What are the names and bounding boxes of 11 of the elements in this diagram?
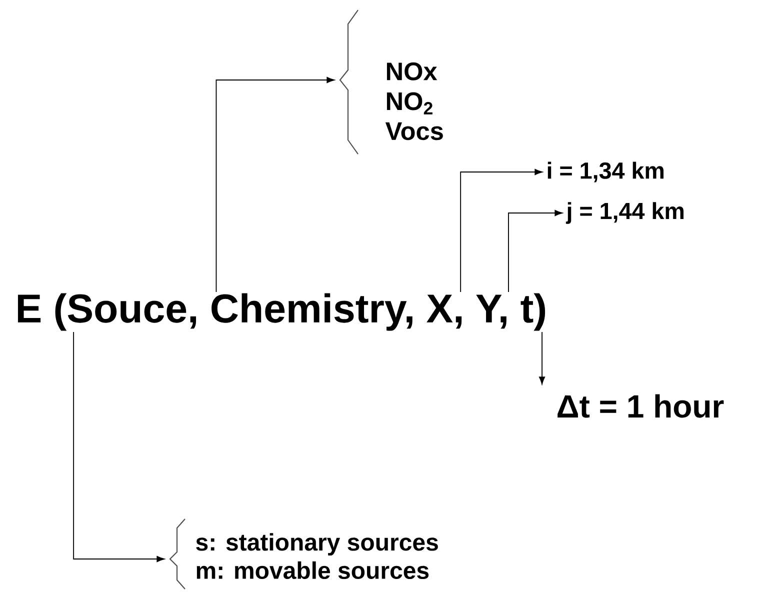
arrow — [460, 169, 542, 292]
grid-size-text: j = 1,44 km — [566, 202, 684, 224]
source-type-list: s: stationary sources m: movable sources — [169, 518, 438, 590]
grid-size-text: i = 1,34 km — [548, 162, 664, 182]
arrow — [508, 210, 562, 292]
arrow — [216, 77, 334, 292]
formula-text: E (Souce, Chemistry, X, Y, t) — [18, 293, 546, 331]
arrow — [73, 332, 164, 562]
time-step-text: Δt = 1 hour — [558, 394, 724, 418]
arrow — [539, 332, 546, 384]
pollutant-list: NOx NO$_{2}$ Vocs — [339, 10, 443, 154]
